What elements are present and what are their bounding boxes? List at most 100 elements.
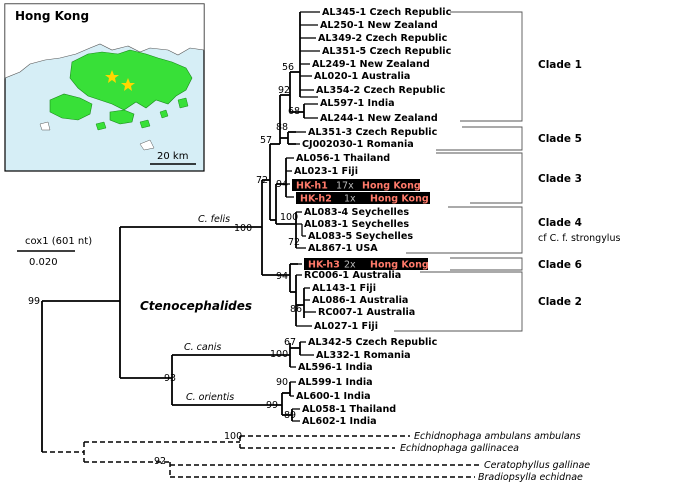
bootstrap-value: 92 — [278, 85, 290, 96]
bootstrap-value: 67 — [284, 337, 296, 348]
hk-haplotype-h2: HK-h2 1x Hong Kong — [296, 192, 430, 205]
clade-label-5: Clade 5 — [538, 133, 582, 145]
bracket-clade1 — [450, 11, 523, 122]
leaf-label: AL249-1 New Zealand — [312, 59, 430, 70]
leaf-label: AL023-1 Fiji — [294, 166, 358, 177]
map-new-territories — [69, 49, 193, 111]
leaf-label: AL351-3 Czech Republic — [308, 127, 438, 138]
hk-count: 17x — [336, 181, 354, 192]
clade-brackets — [394, 11, 523, 332]
tree-scale-bar: cox1 (601 nt) 0.020 — [17, 236, 92, 268]
leaf-tip-lines — [286, 11, 320, 422]
genus-label: Ctenocephalides — [140, 299, 252, 313]
taxon-c-canis: C. canis — [184, 342, 221, 353]
leaf-label: AL342-5 Czech Republic — [308, 337, 438, 348]
map-mainland — [4, 3, 205, 79]
map-title: Hong Kong — [15, 9, 89, 23]
clade-label-4: Clade 4 — [538, 217, 582, 229]
clade-label-3: Clade 3 — [538, 173, 582, 185]
hk-id: HK-h1 — [296, 181, 328, 192]
bootstrap-value: 72 — [288, 237, 300, 248]
tree-branches — [41, 12, 305, 452]
bootstrap-value: 94 — [276, 271, 288, 282]
clade-label-1: Clade 1 — [538, 59, 582, 71]
leaf-label: AL143-1 Fiji — [312, 283, 376, 294]
bootstrap-value: 100 — [224, 431, 242, 442]
clade-label-6: Clade 6 — [538, 259, 582, 271]
leaf-label: AL058-1 Thailand — [302, 404, 396, 415]
hk-id: HK-h3 — [308, 260, 340, 271]
hk-id: HK-h2 — [300, 194, 332, 205]
leaf-label: AL083-1 Seychelles — [304, 219, 409, 230]
hk-count: 2x — [344, 260, 356, 271]
sample-site-star-icon — [105, 70, 119, 83]
leaf-label: AL250-1 New Zealand — [320, 20, 438, 31]
scale-bar-marker: cox1 (601 nt) — [25, 236, 92, 247]
scale-bar-value: 0.020 — [29, 257, 58, 268]
leaf-label: AL867-1 USA — [308, 243, 378, 254]
leaf-label: CJ002030-1 Romania — [302, 139, 414, 150]
leaf-label: AL020-1 Australia — [314, 71, 410, 82]
map-lantau-island — [49, 93, 93, 121]
clade-labels: Clade 1 Clade 5 Clade 3 Clade 4 cf C. f.… — [538, 59, 620, 308]
leaf-label: AL599-1 India — [298, 377, 373, 388]
bracket-clade5 — [436, 126, 523, 151]
leaf-label: RC007-1 Australia — [318, 307, 415, 318]
hk-count: 1x — [344, 194, 356, 205]
bracket-clade4 — [406, 206, 523, 254]
map-islet — [177, 97, 189, 109]
leaf-label: AL600-1 India — [296, 391, 371, 402]
leaf-label: AL345-1 Czech Republic — [322, 7, 452, 18]
hk-place: Hong Kong — [362, 181, 421, 192]
clade-label-2: Clade 2 — [538, 296, 582, 308]
outgroup-labels: Echidnophaga ambulans ambulans Echidnoph… — [400, 431, 590, 483]
leaf-label: RC006-1 Australia — [304, 270, 401, 281]
bootstrap-value: 92 — [154, 456, 166, 467]
hk-box — [296, 192, 430, 204]
leaf-label: AL351-5 Czech Republic — [322, 46, 452, 57]
leaf-label: AL354-2 Czech Republic — [316, 85, 446, 96]
bracket-clade3 — [436, 152, 523, 204]
bootstrap-value: 72 — [256, 175, 268, 186]
hk-box — [292, 179, 420, 191]
hk-haplotype-h3: HK-h3 2x Hong Kong — [304, 258, 429, 271]
outgroup-label: Bradiopsylla echidnae — [478, 472, 583, 483]
map-scale-label: 20 km — [157, 151, 188, 162]
taxon-c-orientis: C. orientis — [186, 392, 234, 403]
leaf-label: AL597-1 India — [320, 98, 395, 109]
hk-place: Hong Kong — [370, 194, 429, 205]
outgroup-label: Echidnophaga ambulans ambulans — [414, 431, 581, 442]
leaf-label: AL332-1 Romania — [316, 350, 411, 361]
leaf-label: AL602-1 India — [302, 416, 377, 427]
bootstrap-value: 100 — [280, 212, 298, 223]
bracket-clade2 — [394, 271, 523, 332]
hk-place: Hong Kong — [370, 260, 429, 271]
leaf-label: AL056-1 Thailand — [296, 153, 390, 164]
leaf-label: AL083-4 Seychelles — [304, 207, 409, 218]
bootstrap-value: 90 — [276, 377, 288, 388]
clade-4-note: cf C. f. strongylus — [538, 233, 620, 244]
leaf-label: AL083-5 Seychelles — [308, 231, 413, 242]
leaf-label: AL349-2 Czech Republic — [318, 33, 448, 44]
bootstrap-value: 88 — [276, 122, 288, 133]
bootstrap-value: 57 — [260, 135, 272, 146]
outgroup-label: Echidnophaga gallinacea — [400, 443, 519, 454]
bootstrap-value: 99 — [28, 296, 40, 307]
bootstrap-values: 56 92 68 88 57 72 94 100 72 100 94 86 99… — [28, 62, 302, 467]
map-islet — [139, 119, 151, 129]
leaf-label: AL027-1 Fiji — [314, 321, 378, 332]
bootstrap-value: 100 — [234, 223, 252, 234]
bracket-clade6 — [450, 257, 523, 271]
taxon-c-felis: C. felis — [198, 214, 230, 225]
bootstrap-value: 94 — [276, 179, 288, 190]
leaf-label: AL596-1 India — [298, 362, 373, 373]
bootstrap-value: 93 — [164, 373, 176, 384]
map-islet — [139, 139, 155, 151]
map-hk-island — [109, 109, 135, 125]
sample-site-star-icon — [121, 78, 135, 91]
bootstrap-value: 99 — [266, 400, 278, 411]
bootstrap-value: 100 — [270, 349, 288, 360]
map-islet — [95, 121, 107, 131]
bootstrap-value: 68 — [288, 106, 300, 117]
